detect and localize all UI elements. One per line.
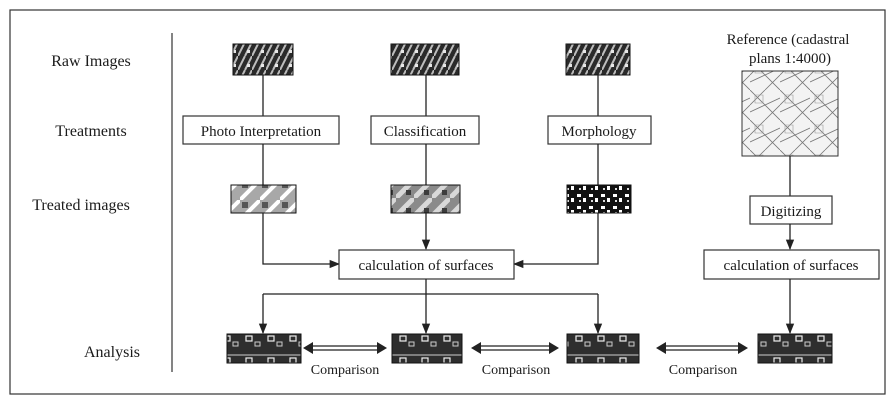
calculation-box-right <box>703 249 880 280</box>
row-label-treated-images: Treated images <box>32 197 130 214</box>
morphology-box <box>547 115 652 145</box>
morphology-label: Morphology <box>562 124 638 140</box>
comparison-label-2: Comparison <box>482 363 550 378</box>
reference-caption-line1: Reference (cadastral <box>727 32 850 48</box>
raw-image-2 <box>390 43 460 76</box>
row-label-raw-images: Raw Images <box>51 53 131 70</box>
row-label-analysis: Analysis <box>84 344 140 361</box>
analysis-image-3 <box>566 333 640 364</box>
analysis-image-1 <box>226 333 302 364</box>
analysis-image-4 <box>757 333 833 364</box>
calculation-label-left: calculation of surfaces <box>359 258 494 274</box>
classification-box <box>370 115 480 145</box>
photo-interpretation-box <box>182 115 340 145</box>
treated-image-1 <box>230 184 297 214</box>
reference-cadastral-map <box>741 70 839 157</box>
classification-label: Classification <box>384 124 467 140</box>
comparison-arrow-3 <box>656 342 748 354</box>
comparison-arrow-1 <box>303 342 387 354</box>
arrow-treated1-calc <box>262 213 341 269</box>
calculation-label-right: calculation of surfaces <box>724 258 859 274</box>
arrow-treated3-calc <box>512 213 599 269</box>
diagram-frame <box>9 9 886 395</box>
reference-caption-line2: plans 1:4000) <box>749 51 831 67</box>
treated-image-2 <box>390 184 461 214</box>
comparison-arrow-2 <box>471 342 559 354</box>
photo-interpretation-label: Photo Interpretation <box>201 124 322 140</box>
analysis-image-2 <box>391 333 463 364</box>
raw-image-3 <box>565 43 631 76</box>
calculation-box-left <box>338 249 515 280</box>
raw-image-1 <box>232 43 294 76</box>
treated-image-3 <box>566 184 632 214</box>
comparison-label-1: Comparison <box>311 363 379 378</box>
row-label-treatments: Treatments <box>55 123 126 140</box>
digitizing-box <box>749 195 833 225</box>
digitizing-label: Digitizing <box>761 204 822 220</box>
comparison-label-3: Comparison <box>669 363 737 378</box>
